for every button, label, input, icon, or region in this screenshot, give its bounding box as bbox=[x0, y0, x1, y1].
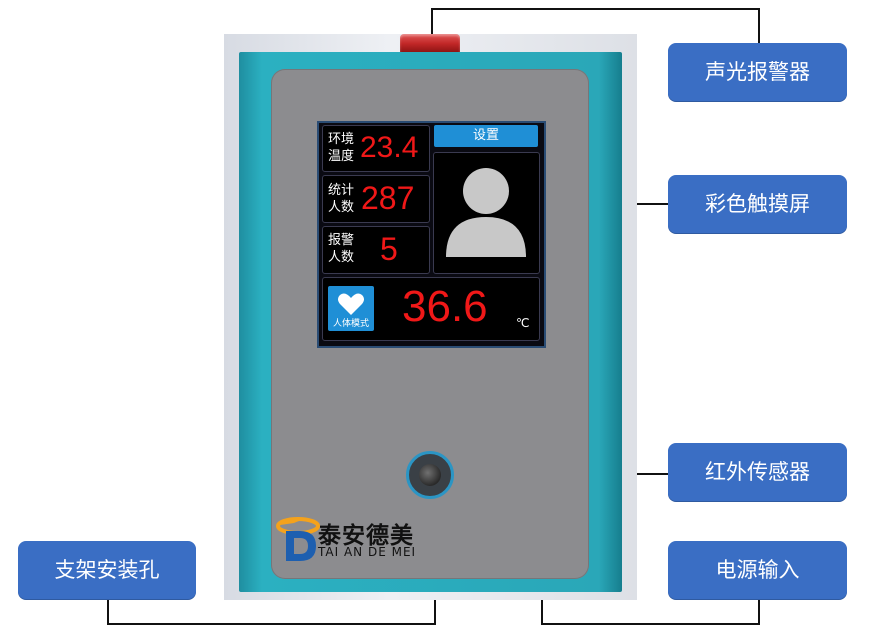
connector-power-v1 bbox=[541, 590, 543, 625]
callout-power: 电源输入 bbox=[668, 541, 847, 599]
company-logo-icon bbox=[276, 517, 320, 561]
alarm-count-label-1: 报警 bbox=[328, 233, 355, 248]
count-panel bbox=[322, 175, 430, 223]
connector-power-v2 bbox=[758, 598, 760, 625]
ir-sensor-lens bbox=[419, 464, 441, 486]
ambient-temp-label-2: 温度 bbox=[328, 149, 355, 164]
mode-label: 人体模式 bbox=[332, 319, 369, 329]
connector-bracket-h bbox=[107, 623, 436, 625]
ambient-temp-panel bbox=[322, 125, 430, 172]
alarm-count-panel bbox=[322, 226, 430, 274]
avatar-panel bbox=[433, 152, 540, 274]
heart-icon bbox=[338, 293, 364, 315]
callout-ir-sensor: 红外传感器 bbox=[668, 443, 847, 501]
connector-alarm-h bbox=[431, 8, 760, 10]
count-value: 287 bbox=[361, 180, 415, 216]
alarm-count-label-2: 人数 bbox=[328, 250, 355, 265]
ambient-temp-value: 23.4 bbox=[360, 131, 419, 164]
callout-bracket: 支架安装孔 bbox=[18, 541, 196, 599]
person-avatar-icon bbox=[446, 168, 526, 257]
logo-name-cn: 泰安德美 bbox=[318, 523, 414, 549]
connector-bracket-v2 bbox=[434, 600, 436, 625]
ir-sensor bbox=[406, 451, 454, 499]
callout-alarm: 声光报警器 bbox=[668, 43, 847, 101]
connector-alarm-v bbox=[431, 8, 433, 38]
alarm-count-value: 5 bbox=[380, 231, 398, 267]
temp-unit: ℃ bbox=[516, 316, 530, 330]
count-label-2: 人数 bbox=[328, 200, 355, 215]
callout-touchscreen: 彩色触摸屏 bbox=[668, 175, 847, 233]
ambient-temp-label-1: 环境 bbox=[328, 132, 355, 147]
connector-alarm-v2 bbox=[758, 8, 760, 46]
logo-name-en: TAI AN DE MEI bbox=[318, 545, 417, 559]
connector-power-h bbox=[541, 623, 760, 625]
connector-bracket-v1 bbox=[107, 598, 109, 625]
count-label-1: 统计 bbox=[328, 183, 355, 198]
mode-button[interactable]: 人体模式 bbox=[328, 286, 374, 331]
body-temp-value: 36.6 bbox=[402, 282, 488, 331]
settings-button[interactable]: 设置 bbox=[434, 125, 538, 147]
alarm-light bbox=[400, 34, 460, 52]
